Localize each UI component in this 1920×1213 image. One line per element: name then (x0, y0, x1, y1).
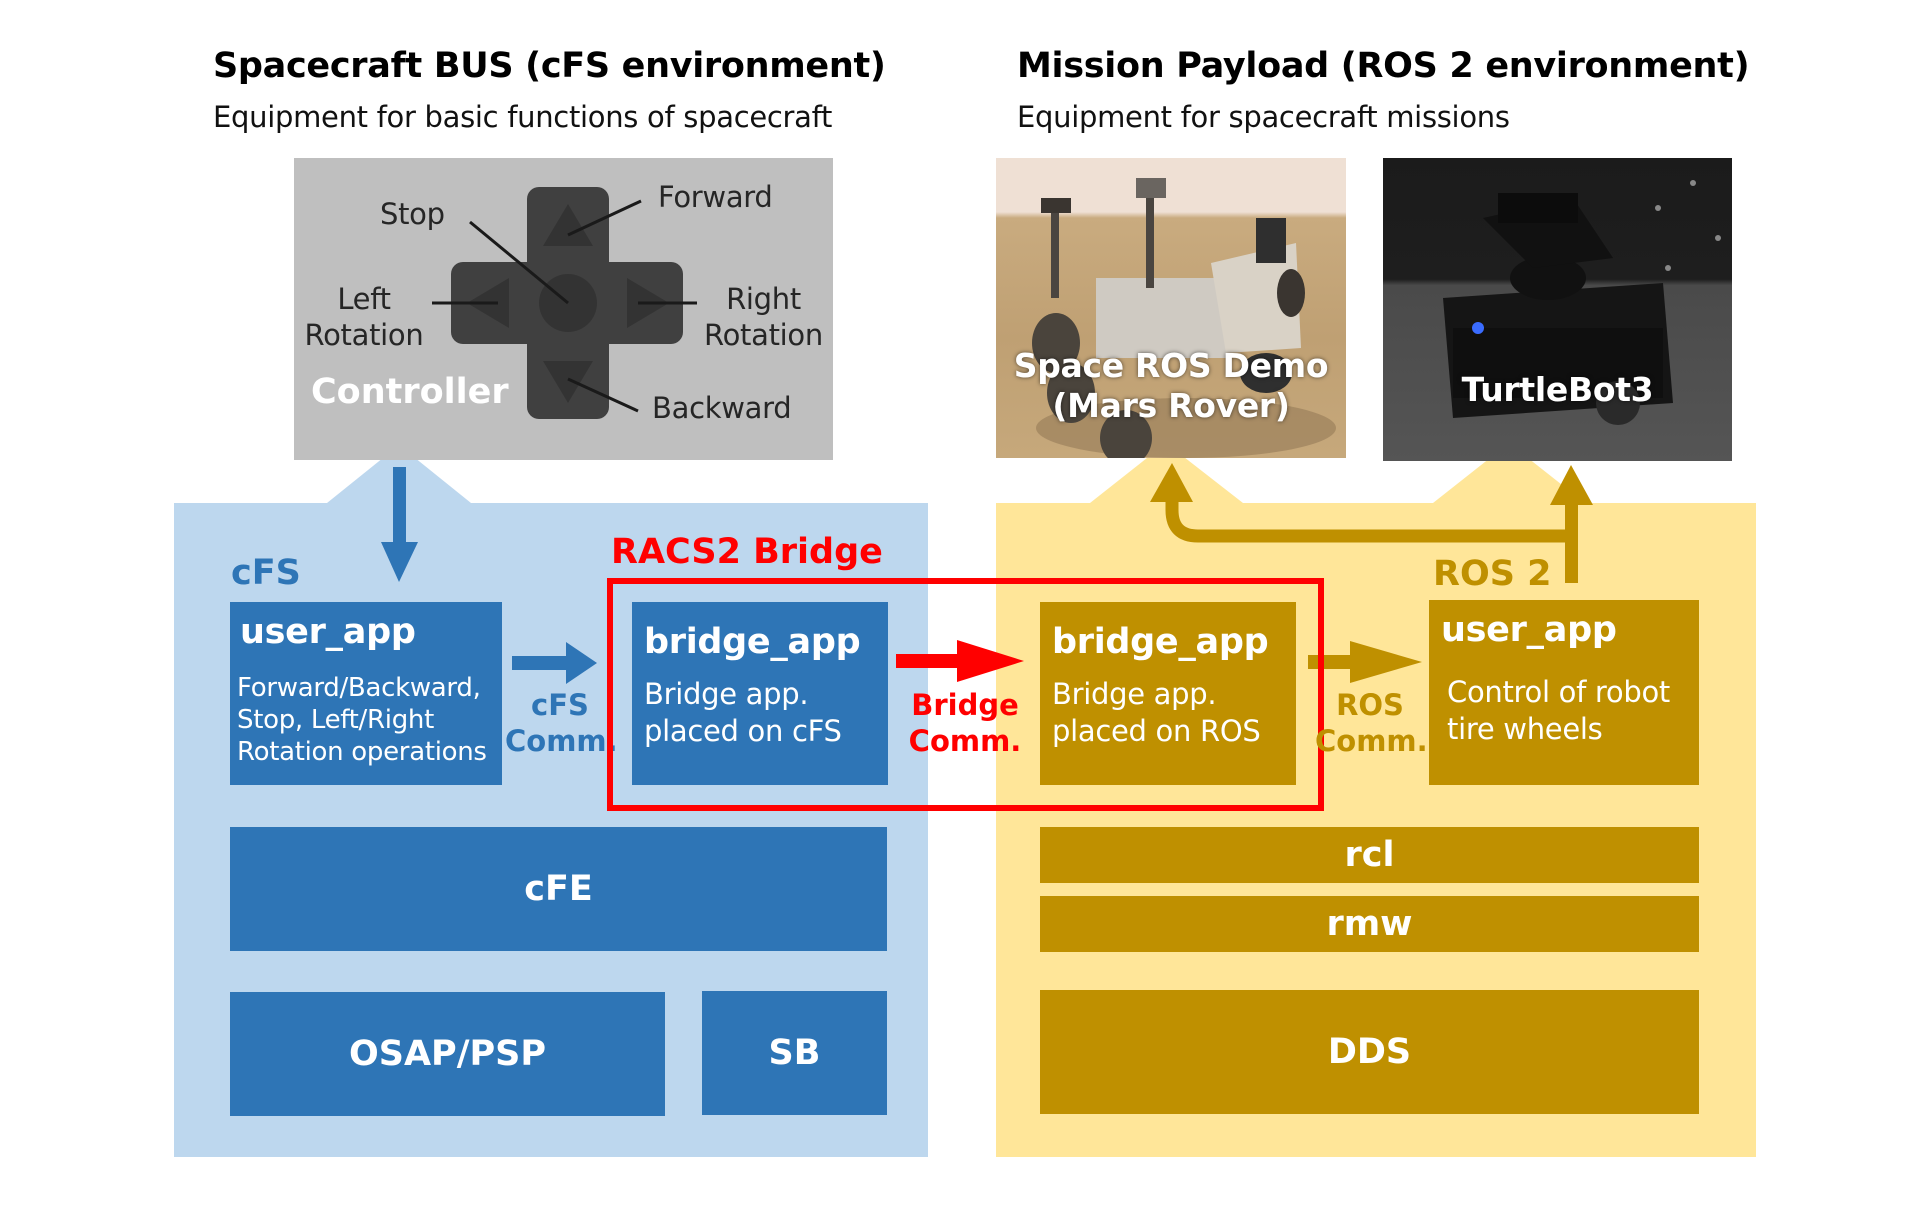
ros-bridge-app-desc: Bridge app. placed on ROS (1052, 676, 1261, 750)
cfs-bridge-app-desc: Bridge app. placed on cFS (644, 676, 842, 750)
forward-label: Forward (658, 180, 773, 214)
left-rotation-line2: Rotation (304, 318, 424, 352)
ros-comm-label-line2: Comm. (1315, 724, 1428, 758)
cfs-bridge-app-desc-line2: placed on cFS (644, 714, 842, 748)
ros-bridge-app-desc-line2: placed on ROS (1052, 714, 1261, 748)
forward-arrow-icon[interactable] (543, 204, 593, 246)
backward-label: Backward (652, 391, 792, 425)
ros-bridge-app-desc-line1: Bridge app. (1052, 677, 1217, 711)
ros2-env-label: ROS 2 (1433, 554, 1552, 594)
ros-comm-label-line1: ROS (1336, 688, 1404, 722)
spacecraft-bus-subtitle: Equipment for basic functions of spacecr… (213, 100, 833, 134)
ros-user-app-box[interactable]: user_app Control of robot tire wheels (1429, 600, 1699, 785)
rover-illustration (1032, 178, 1336, 458)
osap-psp-layer[interactable]: OSAP/PSP (230, 992, 665, 1116)
mars-rover-caption: Space ROS Demo (Mars Rover) (996, 346, 1346, 426)
right-rotation-line2: Rotation (704, 318, 823, 352)
ros-comm-label: ROS Comm. (1315, 687, 1428, 759)
cfe-layer[interactable]: cFE (230, 827, 887, 951)
cfs-bridge-app-box[interactable]: bridge_app Bridge app. placed on cFS (632, 602, 888, 785)
left-rotation-label: Left Rotation (304, 281, 424, 353)
backward-arrow-icon[interactable] (543, 361, 593, 403)
left-rotation-line1: Left (337, 282, 391, 316)
cfs-user-app-desc-line3: Rotation operations (237, 737, 487, 767)
cfs-env-label: cFS (231, 553, 301, 593)
forward-leader-line (567, 199, 642, 237)
mission-payload-title: Mission Payload (ROS 2 environment) (1017, 46, 1750, 86)
stop-leader-line (469, 220, 569, 305)
turtlebot3-image: TurtleBot3 (1383, 158, 1732, 461)
turtlebot-illustration (1443, 180, 1721, 425)
cfs-comm-label-line2: Comm. (505, 724, 618, 758)
rcl-layer[interactable]: rcl (1040, 827, 1699, 883)
cfs-user-app-title: user_app (240, 612, 416, 652)
dds-layer[interactable]: DDS (1040, 990, 1699, 1114)
racs2-bridge-title: RACS2 Bridge (611, 532, 883, 572)
cfs-user-app-desc-line2: Stop, Left/Right (237, 705, 434, 735)
controller-title: Controller (311, 372, 509, 412)
bridge-comm-label-line2: Comm. (908, 724, 1022, 758)
cfs-user-app-desc: Forward/Backward, Stop, Left/Right Rotat… (237, 672, 487, 768)
mars-rover-image: Space ROS Demo (Mars Rover) (996, 158, 1346, 458)
stop-label: Stop (380, 197, 445, 231)
cfs-user-app-desc-line1: Forward/Backward, (237, 673, 481, 703)
ros-user-app-title: user_app (1441, 610, 1617, 650)
cfs-bridge-app-desc-line1: Bridge app. (644, 677, 809, 711)
cfs-comm-label-line1: cFS (531, 688, 589, 722)
backward-leader-line (567, 377, 639, 413)
ros-bridge-app-title: bridge_app (1052, 622, 1269, 662)
turtlebot3-caption-line1: TurtleBot3 (1461, 370, 1654, 409)
mars-rover-caption-line2: (Mars Rover) (1052, 386, 1290, 425)
right-rotation-line1: Right (726, 282, 801, 316)
sb-layer[interactable]: SB (702, 991, 887, 1115)
mission-payload-subtitle: Equipment for spacecraft missions (1017, 100, 1510, 134)
mars-rover-caption-line1: Space ROS Demo (1013, 346, 1329, 385)
spacecraft-bus-title: Spacecraft BUS (cFS environment) (213, 46, 886, 86)
cfs-comm-label: cFS Comm. (505, 687, 618, 759)
racs2-bridge-frame (607, 578, 1324, 811)
bridge-comm-label-line1: Bridge (911, 688, 1019, 722)
ros-user-app-desc-line1: Control of robot (1447, 675, 1670, 709)
ros-user-app-desc: Control of robot tire wheels (1447, 674, 1670, 748)
ros-user-app-desc-line2: tire wheels (1447, 712, 1603, 746)
cfs-bridge-app-title: bridge_app (644, 622, 861, 662)
rmw-layer[interactable]: rmw (1040, 896, 1699, 952)
cfs-user-app-box[interactable]: user_app Forward/Backward, Stop, Left/Ri… (230, 602, 502, 785)
controller-panel: Stop Forward Left Rotation Right Rotatio… (294, 158, 833, 460)
ros-bridge-app-box[interactable]: bridge_app Bridge app. placed on ROS (1040, 602, 1296, 785)
turtlebot3-caption: TurtleBot3 (1383, 370, 1732, 410)
bridge-comm-label: Bridge Comm. (905, 687, 1025, 759)
right-rotation-label: Right Rotation (701, 281, 826, 353)
